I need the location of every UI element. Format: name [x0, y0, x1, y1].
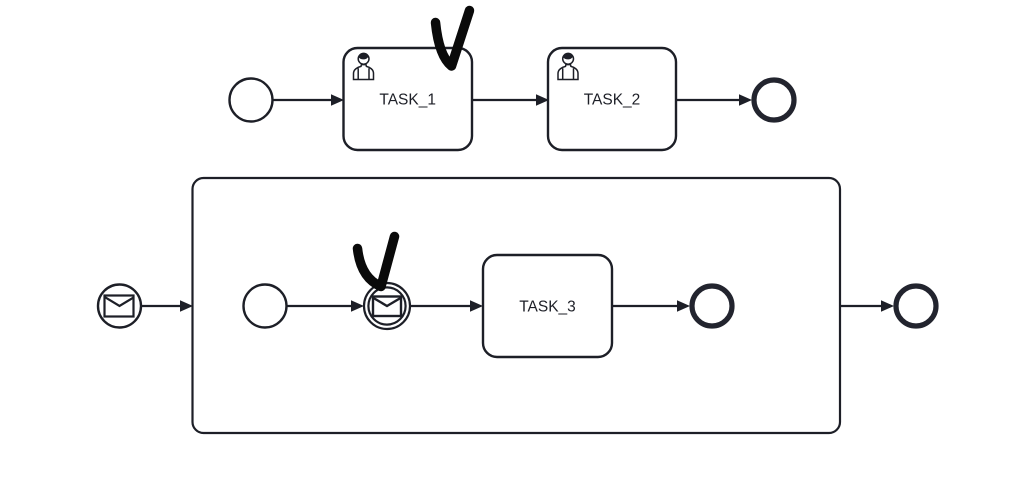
envelope-icon [103, 294, 135, 318]
sequence-flow[interactable] [840, 300, 894, 312]
sequence-flow[interactable] [472, 94, 550, 106]
sequence-flow[interactable] [141, 300, 193, 312]
task-2-label: TASK_2 [584, 92, 641, 109]
arrowhead-icon [470, 300, 483, 312]
end-event[interactable] [893, 283, 939, 329]
arrowhead-icon [536, 94, 549, 106]
sequence-flow[interactable] [676, 94, 752, 106]
user-hair [358, 52, 369, 60]
sequence-flow[interactable] [286, 300, 365, 312]
message-catch-event[interactable] [362, 281, 412, 331]
checkmark-annotation-icon [430, 5, 475, 71]
checkmark-annotation-icon [352, 231, 400, 292]
task-3-label: TASK_3 [519, 299, 576, 316]
task-1-label: TASK_1 [379, 92, 436, 109]
message-start-event[interactable] [96, 283, 143, 329]
start-event[interactable] [242, 283, 288, 329]
task-3[interactable]: TASK_3 [481, 253, 614, 359]
bottom-process: TASK_3 [96, 176, 939, 435]
envelope-icon [371, 295, 403, 318]
task-2[interactable]: TASK_2 [546, 46, 678, 152]
arrowhead-icon [677, 300, 690, 312]
task-1[interactable]: TASK_1 [342, 46, 474, 152]
end-event[interactable] [751, 77, 797, 123]
arrowhead-icon [351, 300, 364, 312]
user-icon [352, 52, 375, 81]
arrowhead-icon [739, 94, 752, 106]
arrowhead-icon [331, 94, 344, 106]
start-event[interactable] [228, 77, 274, 123]
arrowhead-icon [881, 300, 894, 312]
sequence-flow[interactable] [612, 300, 691, 312]
sequence-flow[interactable] [410, 300, 483, 312]
end-event[interactable] [689, 283, 735, 329]
user-icon [557, 52, 579, 81]
user-hair [562, 52, 574, 60]
sequence-flow[interactable] [272, 94, 345, 106]
top-process: TASK_1 TASK_2 [228, 5, 797, 152]
arrowhead-icon [180, 300, 193, 312]
